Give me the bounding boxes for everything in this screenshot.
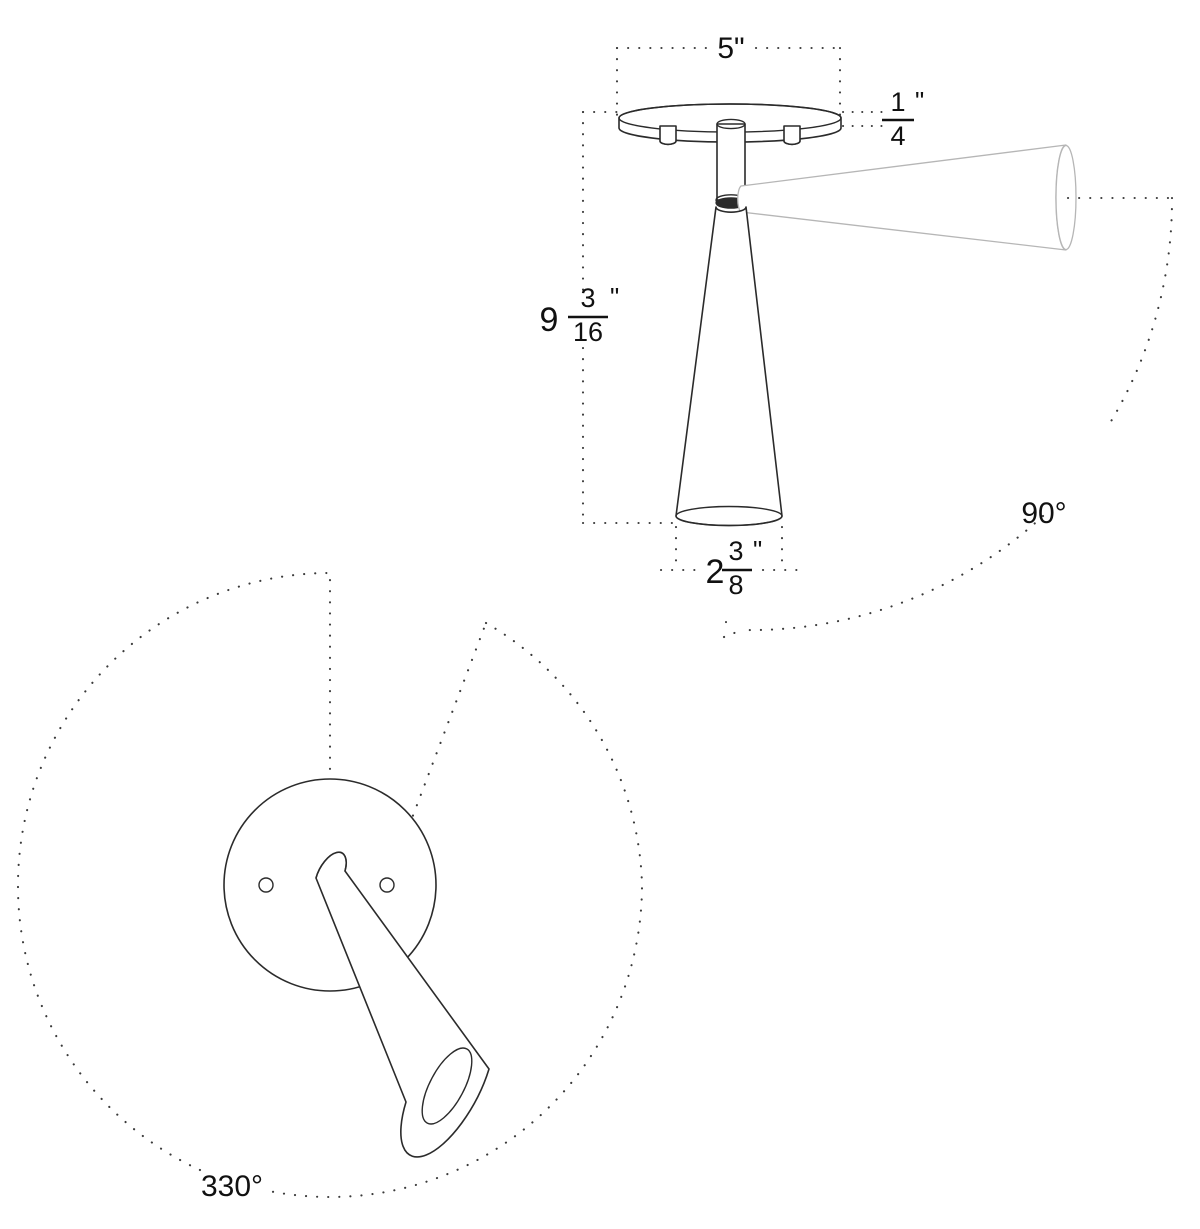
fraction-whole-shade-diameter: 2 xyxy=(706,553,725,591)
elevation-view: 5" xyxy=(540,32,1174,639)
inch-mark-overall-height: " xyxy=(610,282,619,312)
radial-line-rotation-end xyxy=(407,621,488,828)
cone-shade-body xyxy=(675,206,783,527)
fraction-denominator-shade-diameter: 8 xyxy=(728,570,743,600)
fraction-overall-height: 9 3 16 " xyxy=(540,282,620,347)
fraction-denominator-plate-thickness: 4 xyxy=(890,121,905,151)
angle-tilt-90: 90° xyxy=(722,196,1174,639)
ceiling-plate-tab-right-arc xyxy=(783,140,801,146)
cone-shade-plan-pivot-cap xyxy=(315,851,347,879)
ceiling-plate-tab-left xyxy=(659,125,677,146)
inch-mark-shade-diameter: " xyxy=(753,535,762,565)
cone-shade-plan-mouth-ellipse xyxy=(421,1047,473,1125)
ghost-cone-horizontal xyxy=(737,144,1077,251)
ceiling-plate xyxy=(618,103,842,146)
angle-label-tilt-90: 90° xyxy=(1021,497,1066,530)
fraction-numerator-overall-height: 3 xyxy=(580,283,595,313)
leader-line-tilt-bottom xyxy=(722,628,744,639)
plan-view: 330° xyxy=(16,571,644,1203)
cone-shade-plan xyxy=(315,851,490,1158)
mounting-hole-left xyxy=(258,877,274,893)
dimension-plate-diameter: 5" xyxy=(615,32,843,120)
mounting-hole-right xyxy=(379,877,395,893)
ceiling-plate-tab-right xyxy=(783,125,801,146)
fraction-denominator-overall-height: 16 xyxy=(573,317,603,347)
stem-top-ellipse xyxy=(716,118,746,130)
angle-label-rotation-330: 330° xyxy=(201,1170,263,1203)
cone-shade-vertical xyxy=(675,206,783,527)
dimension-plate-thickness: 1 4 " xyxy=(842,86,924,151)
fraction-plate-thickness: 1 4 " xyxy=(882,86,924,151)
ghost-cone-body xyxy=(737,144,1067,251)
ceiling-plate-tab-left-arc xyxy=(659,140,677,146)
inch-mark-plate-thickness: " xyxy=(915,86,924,116)
arc-tilt-90-lower xyxy=(740,514,1045,632)
fraction-numerator-shade-diameter: 3 xyxy=(728,536,743,566)
fraction-numerator-plate-thickness: 1 xyxy=(890,87,905,117)
ghost-cone-mouth-ellipse xyxy=(1055,144,1077,251)
angle-rotation-330: 330° xyxy=(16,571,644,1203)
arc-rotation-330-part-2 xyxy=(16,571,332,1172)
arc-tilt-90-upper xyxy=(1108,196,1174,425)
dimension-shade-diameter: 2 3 8 " xyxy=(659,525,802,600)
dimension-label-plate-diameter: 5" xyxy=(717,32,744,65)
fraction-shade-diameter: 2 3 8 " xyxy=(706,535,763,600)
fraction-whole-overall-height: 9 xyxy=(540,301,559,339)
cone-shade-mouth-ellipse xyxy=(675,505,783,527)
dimension-overall-height: 9 3 16 " xyxy=(540,110,678,525)
